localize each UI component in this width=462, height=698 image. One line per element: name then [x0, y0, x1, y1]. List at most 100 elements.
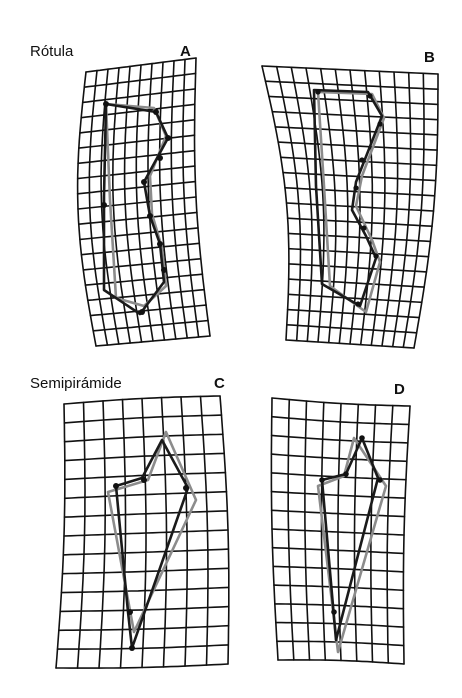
- grid-line-horizontal: [63, 529, 229, 537]
- landmark-point: [373, 253, 379, 259]
- grid-line-horizontal: [277, 659, 405, 665]
- grid-line-horizontal: [287, 232, 432, 243]
- landmark-point: [377, 477, 383, 483]
- grid-line-horizontal: [63, 395, 221, 405]
- grid-line-horizontal: [58, 624, 230, 632]
- grid-line-horizontal: [85, 57, 197, 73]
- landmark-point: [359, 435, 365, 441]
- grid-line-horizontal: [62, 548, 230, 556]
- landmark-point: [361, 225, 367, 231]
- grid-line-horizontal: [64, 471, 227, 481]
- landmark-point: [165, 135, 171, 141]
- grid-line-horizontal: [89, 304, 207, 317]
- grid-line-horizontal: [79, 119, 196, 134]
- grid-line-horizontal: [63, 414, 223, 424]
- landmark-point: [343, 471, 349, 477]
- grid-line-horizontal: [277, 141, 438, 151]
- panel-letter-d: D: [394, 381, 405, 398]
- grid-line-horizontal: [92, 319, 209, 332]
- section-label-semipiramide: Semipirámide: [30, 375, 122, 392]
- landmark-point: [315, 89, 321, 95]
- landmark-point: [141, 477, 147, 483]
- landmark-point: [147, 213, 153, 219]
- grid-line-horizontal: [80, 242, 201, 256]
- grid-line-horizontal: [272, 565, 405, 573]
- grid-line-horizontal: [81, 88, 196, 104]
- panel-letter-a: A: [180, 43, 191, 60]
- grid-line-horizontal: [270, 434, 409, 444]
- grid-line-horizontal: [271, 110, 439, 121]
- grid-line-horizontal: [286, 308, 420, 319]
- grid-line-horizontal: [274, 603, 405, 610]
- grid-line-horizontal: [288, 247, 430, 258]
- grid-line-horizontal: [273, 584, 405, 592]
- grid-line-horizontal: [78, 134, 196, 149]
- grid-line-horizontal: [77, 149, 196, 165]
- grid-line-horizontal: [270, 453, 408, 463]
- grid-line-horizontal: [288, 263, 428, 273]
- panel-c-deformation-grid: [55, 395, 230, 669]
- grid-line-horizontal: [79, 227, 199, 241]
- grid-line-horizontal: [270, 509, 406, 518]
- grid-line-horizontal: [55, 663, 229, 669]
- grid-line-horizontal: [268, 95, 439, 106]
- panel-d-deformation-grid: [270, 397, 411, 665]
- grid-line-horizontal: [80, 103, 196, 119]
- grid-line-horizontal: [76, 180, 197, 195]
- landmark-point: [103, 101, 109, 107]
- grid-line-horizontal: [280, 156, 438, 167]
- grid-line-horizontal: [271, 546, 405, 555]
- grid-line-horizontal: [63, 433, 224, 443]
- grid-line-horizontal: [261, 65, 439, 75]
- grid-line-horizontal: [287, 278, 425, 288]
- landmark-point: [113, 483, 119, 489]
- grid-line-horizontal: [87, 288, 205, 302]
- grid-line-horizontal: [77, 196, 197, 210]
- landmark-point: [377, 121, 383, 127]
- grid-line-horizontal: [76, 165, 196, 180]
- landmark-point: [129, 645, 135, 651]
- landmark-point: [367, 93, 373, 99]
- outline-dark: [312, 88, 384, 308]
- panel-letter-b: B: [424, 49, 435, 66]
- grid-line-horizontal: [271, 415, 410, 426]
- grid-line-horizontal: [64, 452, 225, 462]
- panel-letter-c: C: [214, 375, 225, 392]
- landmark-point: [161, 267, 167, 273]
- grid-line-horizontal: [271, 397, 411, 407]
- landmark-point: [127, 609, 133, 615]
- grid-line-horizontal: [264, 80, 439, 90]
- grid-line-horizontal: [274, 126, 439, 136]
- landmark-point: [157, 241, 163, 247]
- outline-gray: [316, 90, 386, 314]
- landmark-point: [331, 609, 337, 615]
- landmark-point: [359, 157, 365, 163]
- panel-b-deformation-grid: [261, 65, 439, 349]
- grid-line-vertical: [193, 57, 211, 337]
- grid-line-horizontal: [286, 324, 418, 334]
- landmark-point: [353, 185, 359, 191]
- grid-line-horizontal: [95, 335, 211, 347]
- landmark-point: [157, 155, 163, 161]
- grid-line-horizontal: [271, 528, 405, 536]
- grid-line-horizontal: [61, 567, 230, 575]
- grid-line-horizontal: [78, 211, 198, 225]
- grid-line-horizontal: [83, 72, 197, 88]
- landmark-point: [153, 109, 159, 115]
- grid-line-horizontal: [56, 644, 230, 650]
- section-label-rotula: Rótula: [30, 43, 74, 60]
- panel-a-deformation-grid: [76, 57, 211, 347]
- landmark-point: [141, 179, 147, 185]
- landmark-point: [183, 485, 189, 491]
- grid-line-horizontal: [60, 586, 230, 594]
- landmark-point: [139, 309, 145, 315]
- grid-line-horizontal: [287, 293, 423, 304]
- grid-line-horizontal: [285, 202, 435, 212]
- outline-gray: [106, 430, 198, 634]
- grid-line-horizontal: [285, 339, 415, 349]
- landmark-point: [355, 301, 361, 307]
- landmark-point: [101, 202, 107, 208]
- grid-line-horizontal: [63, 510, 229, 518]
- landmark-point: [319, 477, 325, 483]
